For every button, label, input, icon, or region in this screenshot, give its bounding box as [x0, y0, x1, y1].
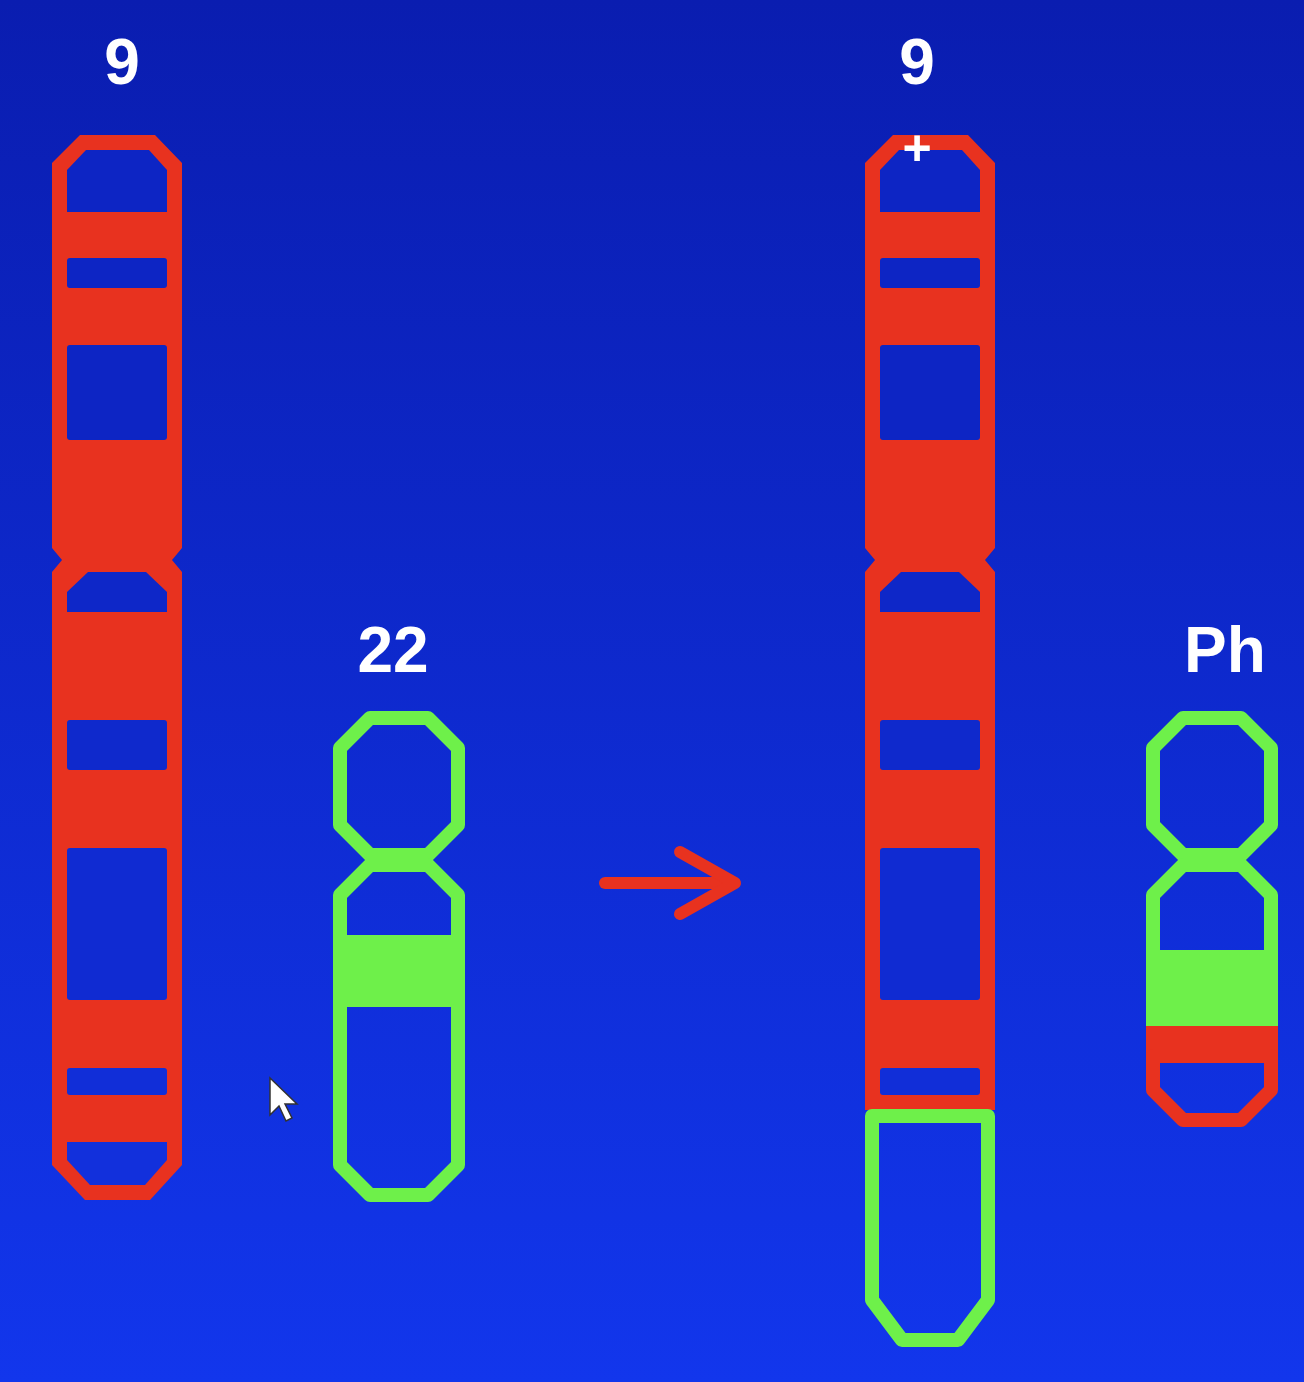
break-marker: + — [902, 123, 931, 173]
derivative-chromosome-9 — [865, 135, 995, 1340]
philadelphia-chromosome — [1146, 718, 1278, 1120]
chromosome-name: Ph — [1184, 618, 1266, 682]
transition-arrow — [605, 852, 735, 914]
chromosome-number: 9 — [104, 30, 140, 94]
chromosome-number: 22 — [357, 618, 428, 682]
chromosome-number: 9 — [899, 30, 935, 94]
chromosome-9 — [52, 135, 182, 1060]
mouse-pointer — [270, 1078, 297, 1121]
chromosome-9-bottom — [52, 1060, 182, 1200]
chromosome-22 — [333, 718, 465, 1195]
